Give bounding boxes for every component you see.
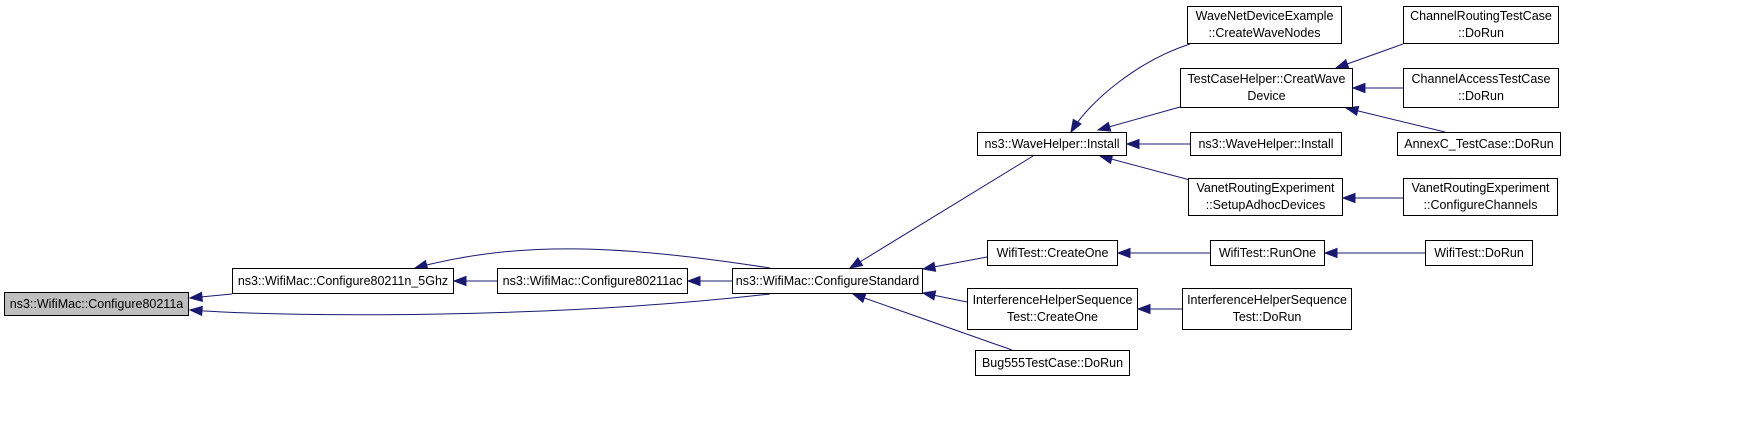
node-channelaccess[interactable]: ChannelAccessTestCase ::DoRun <box>1403 68 1559 108</box>
arrowhead-icon <box>686 275 701 287</box>
edge-interference-createone-to-configurestandard <box>921 290 968 303</box>
edge-vanet-setup-to-wavehelper-install-a <box>1098 154 1191 181</box>
arrowhead-icon <box>1351 82 1366 94</box>
edge-vanet-configure-to-vanet-setup <box>1341 192 1403 204</box>
node-channelrouting[interactable]: ChannelRoutingTestCase ::DoRun <box>1403 6 1559 44</box>
node-label: ns3::WaveHelper::Install <box>984 136 1120 151</box>
arrowhead-icon <box>188 305 203 317</box>
node-label: VanetRoutingExperiment ::ConfigureChanne… <box>1411 181 1550 212</box>
node-vanet-setup[interactable]: VanetRoutingExperiment ::SetupAdhocDevic… <box>1188 178 1343 216</box>
edge-configurestandard-to-configure80211ac <box>686 275 732 287</box>
node-wavenetdeviceexample[interactable]: WaveNetDeviceExample ::CreateWaveNodes <box>1187 6 1342 44</box>
node-label: InterferenceHelperSequence Test::DoRun <box>1187 293 1347 324</box>
node-configure80211ac[interactable]: ns3::WifiMac::Configure80211ac <box>497 268 688 294</box>
node-label: ns3::WifiMac::Configure80211n_5Ghz <box>237 273 449 288</box>
arrowhead-icon <box>188 291 203 303</box>
edge-wifitest-dorun-to-wifitest-runone <box>1323 247 1425 259</box>
node-label: ns3::WaveHelper::Install <box>1198 136 1334 151</box>
edge-testcasehelper-to-wavehelper-install-a <box>1096 106 1181 132</box>
arrowhead-icon <box>1341 192 1356 204</box>
edge-wavenetdeviceexample-to-wavehelper-install-a <box>1070 43 1191 134</box>
arrowhead-icon <box>452 275 467 287</box>
arrowhead-icon <box>1070 118 1082 134</box>
arrowhead-icon <box>921 261 937 272</box>
node-wavehelper-install-b[interactable]: ns3::WaveHelper::Install <box>1190 132 1342 156</box>
edge-configurestandard-to-configure80211n5ghz <box>413 248 771 270</box>
arrowhead-icon <box>851 293 867 304</box>
node-wifitest-runone[interactable]: WifiTest::RunOne <box>1210 240 1325 266</box>
edge-wavehelper-install-a-to-configurestandard <box>848 155 1034 269</box>
node-label: InterferenceHelperSequence Test::CreateO… <box>972 293 1133 324</box>
node-wifitest-dorun[interactable]: WifiTest::DoRun <box>1425 240 1533 266</box>
arrowhead-icon <box>1125 138 1140 150</box>
node-label: AnnexC_TestCase::DoRun <box>1404 136 1554 151</box>
node-interference-dorun[interactable]: InterferenceHelperSequence Test::DoRun <box>1182 288 1352 330</box>
node-label: ChannelAccessTestCase ::DoRun <box>1411 72 1551 103</box>
arrowhead-icon <box>1323 247 1338 259</box>
node-label: WifiTest::DoRun <box>1434 245 1524 260</box>
edge-interference-dorun-to-interference-createone <box>1136 303 1182 315</box>
arrowhead-icon <box>1334 58 1350 69</box>
arrowhead-icon <box>1116 247 1131 259</box>
node-label: ns3::WifiMac::Configure80211ac <box>502 273 683 288</box>
node-vanet-configure[interactable]: VanetRoutingExperiment ::ConfigureChanne… <box>1403 178 1558 216</box>
arrowhead-icon <box>848 257 864 269</box>
node-annexc[interactable]: AnnexC_TestCase::DoRun <box>1397 132 1561 156</box>
edge-configure80211ac-to-configure80211n5ghz <box>452 275 497 287</box>
edge-wifitest-createone-to-configurestandard <box>921 256 988 272</box>
node-configurestandard[interactable]: ns3::WifiMac::ConfigureStandard <box>732 268 923 294</box>
arrowhead-icon <box>921 290 937 301</box>
arrowhead-icon <box>1096 121 1112 132</box>
arrowhead-icon <box>1136 303 1151 315</box>
edge-channelaccess-to-testcasehelper <box>1351 82 1403 94</box>
node-wifitest-createone[interactable]: WifiTest::CreateOne <box>987 240 1118 266</box>
edge-wifitest-runone-to-wifitest-createone <box>1116 247 1210 259</box>
edge-channelrouting-to-testcasehelper <box>1334 43 1404 69</box>
node-label: WaveNetDeviceExample ::CreateWaveNodes <box>1195 9 1334 40</box>
edge-annexc-to-testcasehelper <box>1344 105 1446 133</box>
node-configure80211a: ns3::WifiMac::Configure80211a <box>4 292 189 316</box>
edge-configure80211n5ghz-to-configure80211a <box>188 291 233 303</box>
node-label: VanetRoutingExperiment ::SetupAdhocDevic… <box>1196 181 1335 212</box>
edge-configurestandard-to-configure80211a <box>188 293 771 317</box>
node-label: ns3::WifiMac::ConfigureStandard <box>735 273 920 288</box>
arrowhead-icon <box>1098 154 1114 165</box>
node-label: WifiTest::RunOne <box>1218 245 1317 260</box>
node-wavehelper-install-a[interactable]: ns3::WaveHelper::Install <box>977 132 1127 156</box>
node-label: ns3::WifiMac::Configure80211a <box>9 296 184 311</box>
node-bug555[interactable]: Bug555TestCase::DoRun <box>975 350 1130 376</box>
node-interference-createone[interactable]: InterferenceHelperSequence Test::CreateO… <box>967 288 1138 330</box>
node-label: Bug555TestCase::DoRun <box>981 355 1124 370</box>
node-testcasehelper[interactable]: TestCaseHelper::CreatWave Device <box>1180 68 1353 108</box>
node-label: WifiTest::CreateOne <box>996 245 1109 260</box>
edge-wavehelper-install-b-to-wavehelper-install-a <box>1125 138 1190 150</box>
node-label: ChannelRoutingTestCase ::DoRun <box>1410 9 1552 40</box>
node-configure80211n5ghz[interactable]: ns3::WifiMac::Configure80211n_5Ghz <box>232 268 454 294</box>
node-label: TestCaseHelper::CreatWave Device <box>1187 72 1346 103</box>
